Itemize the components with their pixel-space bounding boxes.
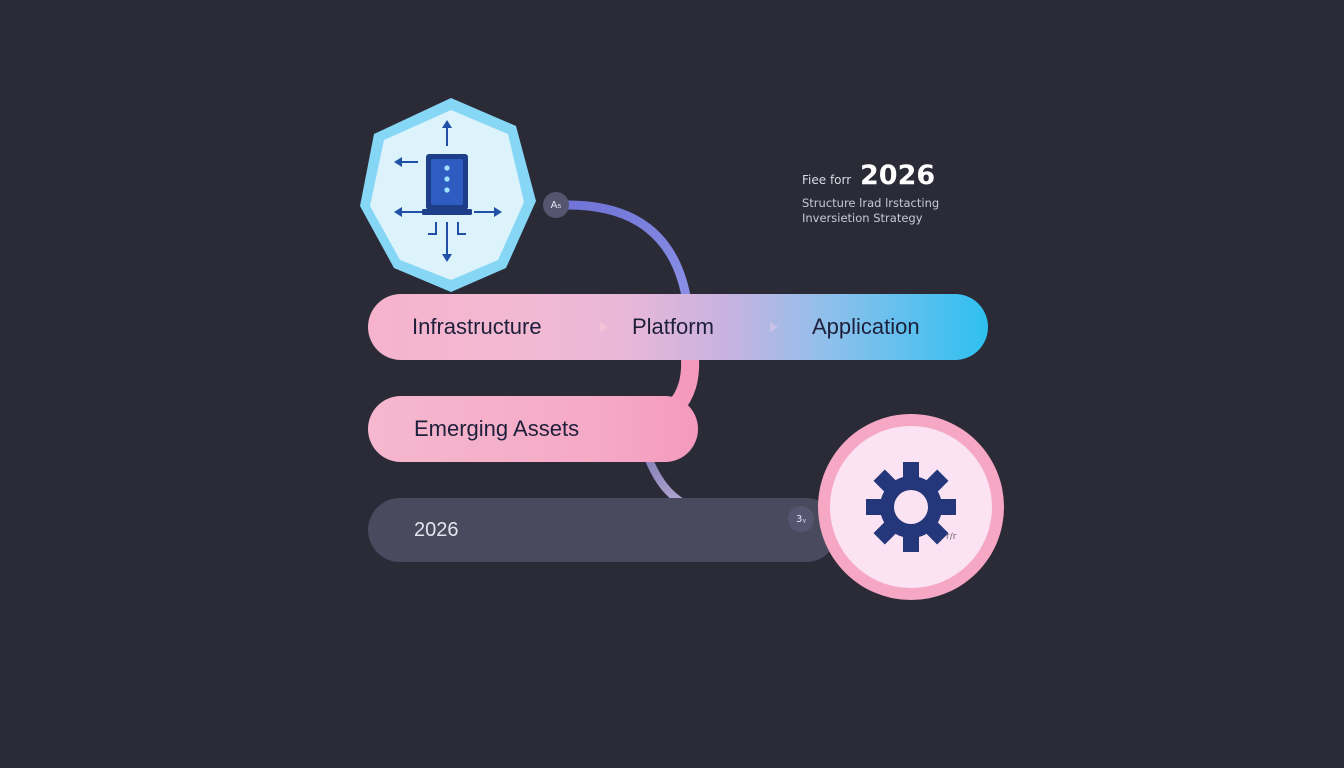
- step-badge-top: A₅: [543, 192, 569, 218]
- timeline-band-year: 2026: [368, 498, 838, 562]
- band-chevrons: [600, 322, 778, 332]
- label-infrastructure: Infrastructure: [412, 314, 542, 339]
- step-badge-bottom: 3ᵧ: [788, 506, 814, 532]
- caption-subtitle-line1: Structure lrad lrstacting: [802, 196, 940, 210]
- label-emerging-assets: Emerging Assets: [414, 416, 580, 441]
- label-year: 2026: [414, 519, 459, 541]
- caption-subtitle-line2: Inversietion Strategy: [802, 211, 923, 225]
- server-arrows-icon: [360, 98, 536, 292]
- layer-band-main: Infrastructure Platform Application: [368, 294, 988, 360]
- label-application: Application: [812, 314, 920, 339]
- caption-prefix: Fiee forr: [802, 173, 852, 187]
- gear-icon: [866, 462, 956, 552]
- caption-year: 2026: [860, 160, 936, 191]
- connector-top-curve: [563, 200, 691, 301]
- layer-band-emerging: Emerging Assets: [368, 396, 698, 462]
- label-platform: Platform: [632, 314, 714, 339]
- tiny-mark: r/r: [946, 532, 957, 542]
